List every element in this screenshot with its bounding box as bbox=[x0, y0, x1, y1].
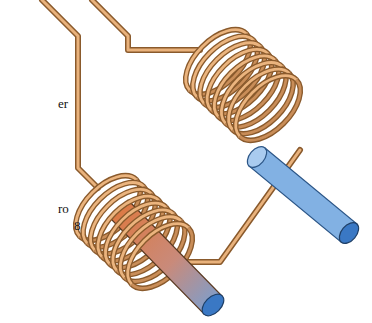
label-text: 8 bbox=[74, 219, 81, 232]
label-text: er bbox=[58, 97, 68, 110]
coil-winding bbox=[116, 212, 188, 284]
label-text: ro bbox=[58, 202, 69, 215]
coil bbox=[64, 164, 188, 284]
coil-winding bbox=[224, 64, 296, 136]
iron-rod bbox=[244, 143, 363, 247]
coil bbox=[174, 18, 296, 136]
